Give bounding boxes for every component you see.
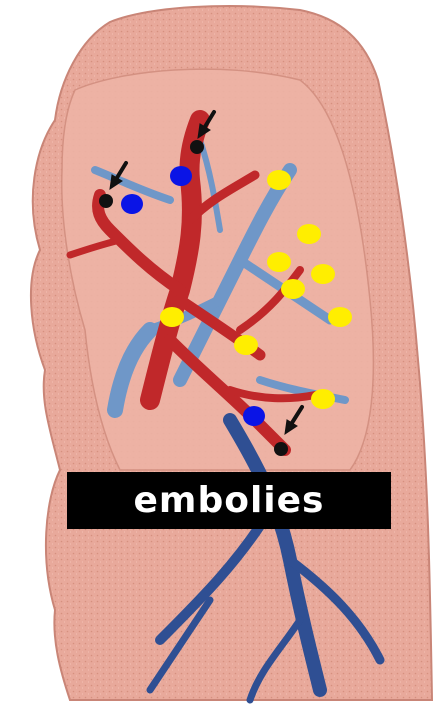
yellow-marker (160, 307, 184, 327)
yellow-marker (328, 307, 352, 327)
yellow-marker (267, 170, 291, 190)
embolus (274, 442, 288, 456)
blue-marker (121, 194, 143, 214)
yellow-marker (267, 252, 291, 272)
embolus (190, 140, 204, 154)
yellow-marker (234, 335, 258, 355)
yellow-marker (311, 389, 335, 409)
caption-box: embolies (67, 472, 391, 529)
caption-label: embolies (134, 480, 325, 521)
embolus (99, 194, 113, 208)
blue-marker (170, 166, 192, 186)
blue-marker (243, 406, 265, 426)
yellow-marker (281, 279, 305, 299)
yellow-marker (297, 224, 321, 244)
yellow-marker (311, 264, 335, 284)
